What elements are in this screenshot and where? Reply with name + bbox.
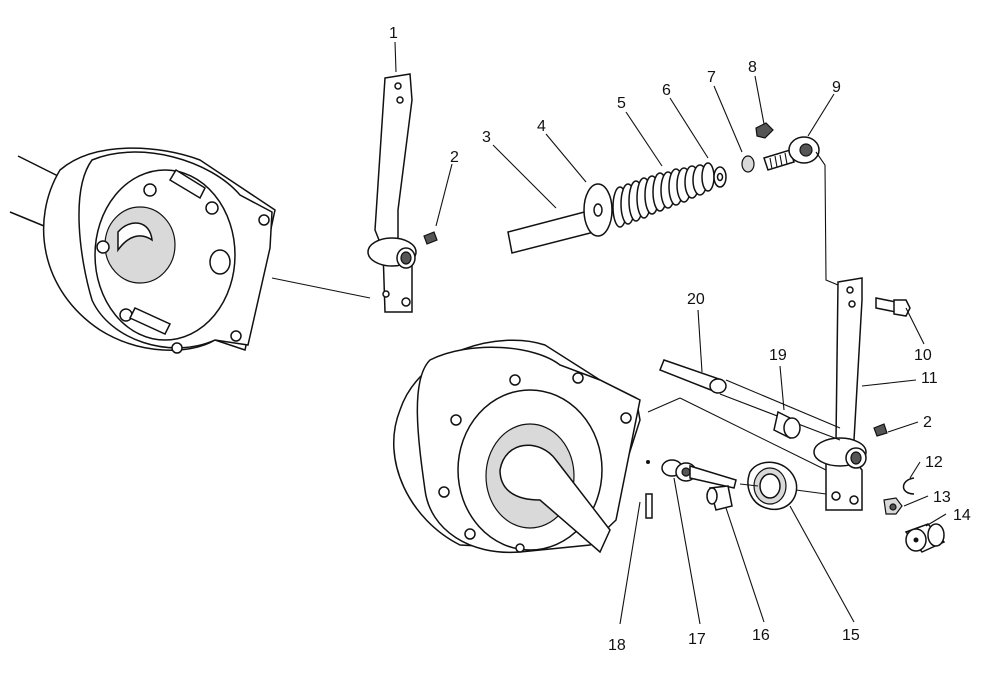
callout-15: 15 (842, 627, 860, 644)
callout-17: 17 (688, 631, 706, 648)
callout-6: 6 (662, 82, 671, 99)
part-12-clip (902, 477, 915, 495)
part-2-screw-lower (873, 423, 888, 437)
callout-labels: 1 2 3 4 5 6 7 8 9 10 11 2 12 13 14 15 16… (389, 25, 971, 654)
callout-2-upper: 2 (450, 149, 459, 166)
callout-5: 5 (617, 95, 626, 112)
part-13-nut (883, 497, 903, 515)
part-16-pin (706, 485, 733, 511)
callout-2-lower: 2 (923, 414, 932, 431)
leader-9-11 (815, 151, 851, 291)
callout-20: 20 (687, 291, 705, 308)
part-15-collar (739, 461, 827, 511)
callout-10: 10 (914, 347, 932, 364)
part-11-lever (813, 277, 867, 511)
part-20-shaft (659, 359, 841, 441)
part-14-pin (904, 523, 946, 553)
part-19-bushing (773, 410, 801, 440)
callout-13: 13 (933, 489, 951, 506)
callout-18: 18 (608, 637, 626, 654)
upper-left-housing (9, 147, 371, 354)
part-2-screw-upper (423, 231, 438, 245)
callout-1: 1 (389, 25, 398, 42)
part-1-lever (367, 73, 417, 313)
part-17-clevis (661, 459, 737, 489)
leader-lines (394, 41, 947, 625)
callout-8: 8 (748, 59, 757, 76)
part-10-bolt (875, 297, 911, 317)
callout-11: 11 (921, 370, 938, 387)
callout-4: 4 (537, 118, 546, 135)
part-5-spring (612, 162, 715, 228)
callout-12: 12 (925, 454, 943, 471)
callout-19: 19 (769, 347, 787, 364)
callout-3: 3 (482, 129, 491, 146)
callout-14: 14 (953, 507, 971, 524)
spring-assembly (507, 122, 820, 254)
callout-7: 7 (707, 69, 716, 86)
callout-16: 16 (752, 627, 770, 644)
lower-housing (392, 339, 827, 554)
part-18-cotter-pin (645, 460, 653, 519)
callout-9: 9 (832, 79, 841, 96)
